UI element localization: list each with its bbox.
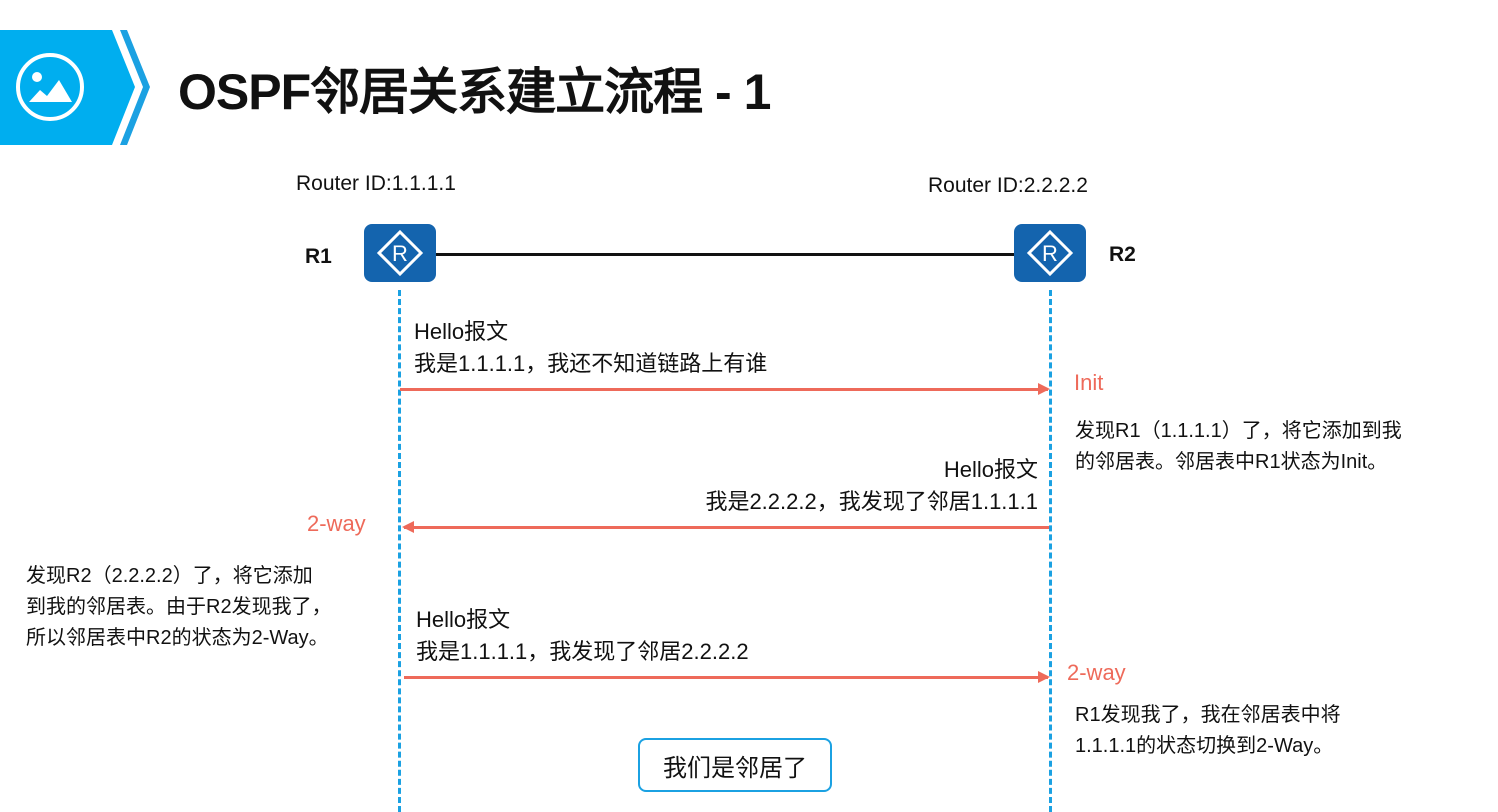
- note-line: R1发现我了，我在邻居表中将: [1075, 704, 1341, 726]
- message-2-title: Hello报文: [943, 457, 1038, 482]
- r2-init-note: 发现R1（1.1.1.1）了，将它添加到我 的邻居表。邻居表中R1状态为Init…: [1075, 416, 1402, 478]
- svg-text:R: R: [392, 241, 408, 266]
- arrow-r1-to-r2-1: [400, 383, 1050, 395]
- r1-router-icon: R: [364, 224, 436, 282]
- r1-lifeline: [398, 290, 401, 812]
- message-3: Hello报文 我是1.1.1.1，我发现了邻居2.2.2.2: [416, 604, 749, 668]
- message-2-text: 我是2.2.2.2，我发现了邻居1.1.1.1: [705, 489, 1038, 514]
- page-title: OSPF邻居关系建立流程 - 1: [178, 64, 771, 120]
- r1-2way-note: 发现R2（2.2.2.2）了，将它添加 到我的邻居表。由于R2发现我了， 所以邻…: [26, 561, 332, 654]
- r2-label: R2: [1109, 243, 1136, 266]
- arrow-r1-to-r2-2: [404, 671, 1050, 683]
- link-line: [436, 253, 1016, 256]
- conclusion-box: 我们是邻居了: [638, 738, 832, 792]
- r2-2way-note: R1发现我了，我在邻居表中将 1.1.1.1的状态切换到2-Way。: [1075, 700, 1341, 762]
- message-2: Hello报文 我是2.2.2.2，我发现了邻居1.1.1.1: [705, 454, 1038, 518]
- arrow-r2-to-r1: [402, 521, 1049, 533]
- r2-router-icon: R: [1014, 224, 1086, 282]
- note-line: 的邻居表。邻居表中R1状态为Init。: [1075, 451, 1388, 473]
- message-3-text: 我是1.1.1.1，我发现了邻居2.2.2.2: [416, 639, 749, 664]
- note-line: 发现R2（2.2.2.2）了，将它添加: [26, 565, 313, 587]
- note-line: 到我的邻居表。由于R2发现我了，: [26, 596, 332, 618]
- r1-state-2way: 2-way: [307, 511, 366, 536]
- message-1-title: Hello报文: [414, 319, 509, 344]
- r2-state-2way: 2-way: [1067, 660, 1126, 685]
- svg-text:R: R: [1042, 241, 1058, 266]
- note-line: 所以邻居表中R2的状态为2-Way。: [26, 627, 329, 649]
- r2-router-id: Router ID:2.2.2.2: [928, 174, 1088, 197]
- image-icon: [16, 53, 84, 121]
- message-1-text: 我是1.1.1.1，我还不知道链路上有谁: [414, 351, 768, 376]
- r1-router-id: Router ID:1.1.1.1: [296, 172, 456, 195]
- r2-state-init: Init: [1074, 370, 1104, 395]
- message-3-title: Hello报文: [416, 607, 511, 632]
- r1-label: R1: [305, 245, 332, 268]
- note-line: 1.1.1.1的状态切换到2-Way。: [1075, 735, 1334, 757]
- r2-lifeline: [1049, 290, 1052, 812]
- title-banner: [0, 30, 150, 145]
- message-1: Hello报文 我是1.1.1.1，我还不知道链路上有谁: [414, 316, 767, 380]
- note-line: 发现R1（1.1.1.1）了，将它添加到我: [1075, 420, 1402, 442]
